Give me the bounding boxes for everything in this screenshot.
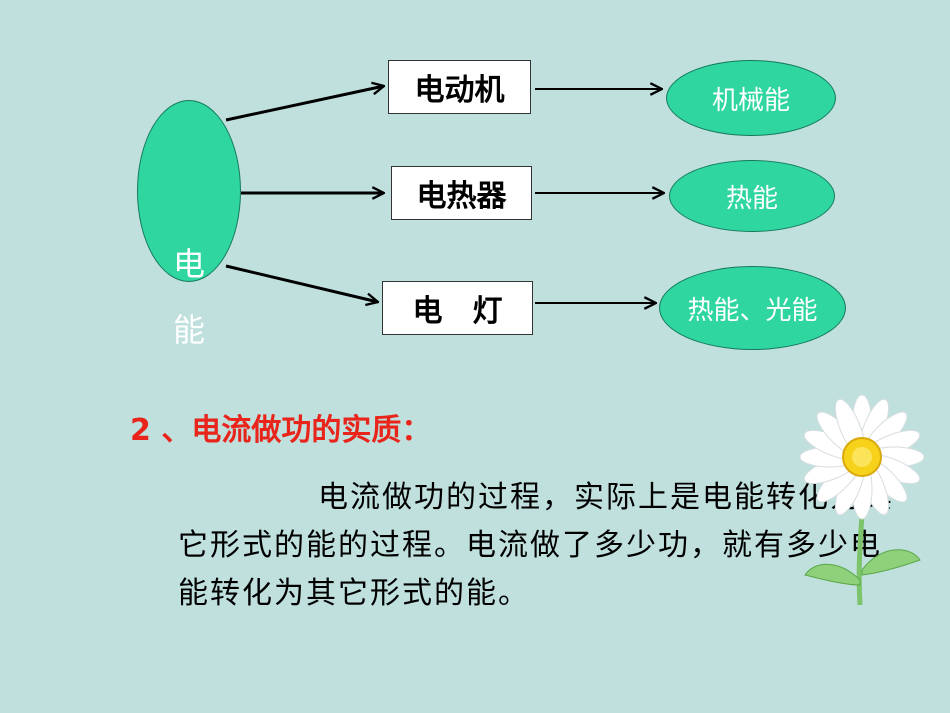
arrow-source-to-motor — [225, 86, 384, 122]
arrow-source-to-lamp — [225, 264, 378, 302]
daisy-illustration — [799, 395, 925, 606]
device-box-motor: 电动机 — [388, 60, 531, 114]
output-ellipse-heat: 热能 — [669, 160, 835, 232]
source-label-line1: 电 — [172, 245, 205, 283]
section-heading: 2 、电流做功的实质： — [130, 413, 432, 448]
device-box-heater: 电热器 — [391, 166, 532, 220]
source-label-line2: 能 — [172, 311, 205, 349]
device-box-lamp: 电 灯 — [382, 281, 533, 335]
output-ellipse-mechanical: 机械能 — [666, 60, 836, 136]
output-ellipse-heat-light: 热能、光能 — [659, 266, 846, 350]
section-paragraph: 电流做功的过程，实际上是电能转化为其它形式的能的过程。电流做了多少功，就有多少电… — [178, 480, 894, 611]
electric-energy-node: 电 能 — [137, 100, 241, 349]
